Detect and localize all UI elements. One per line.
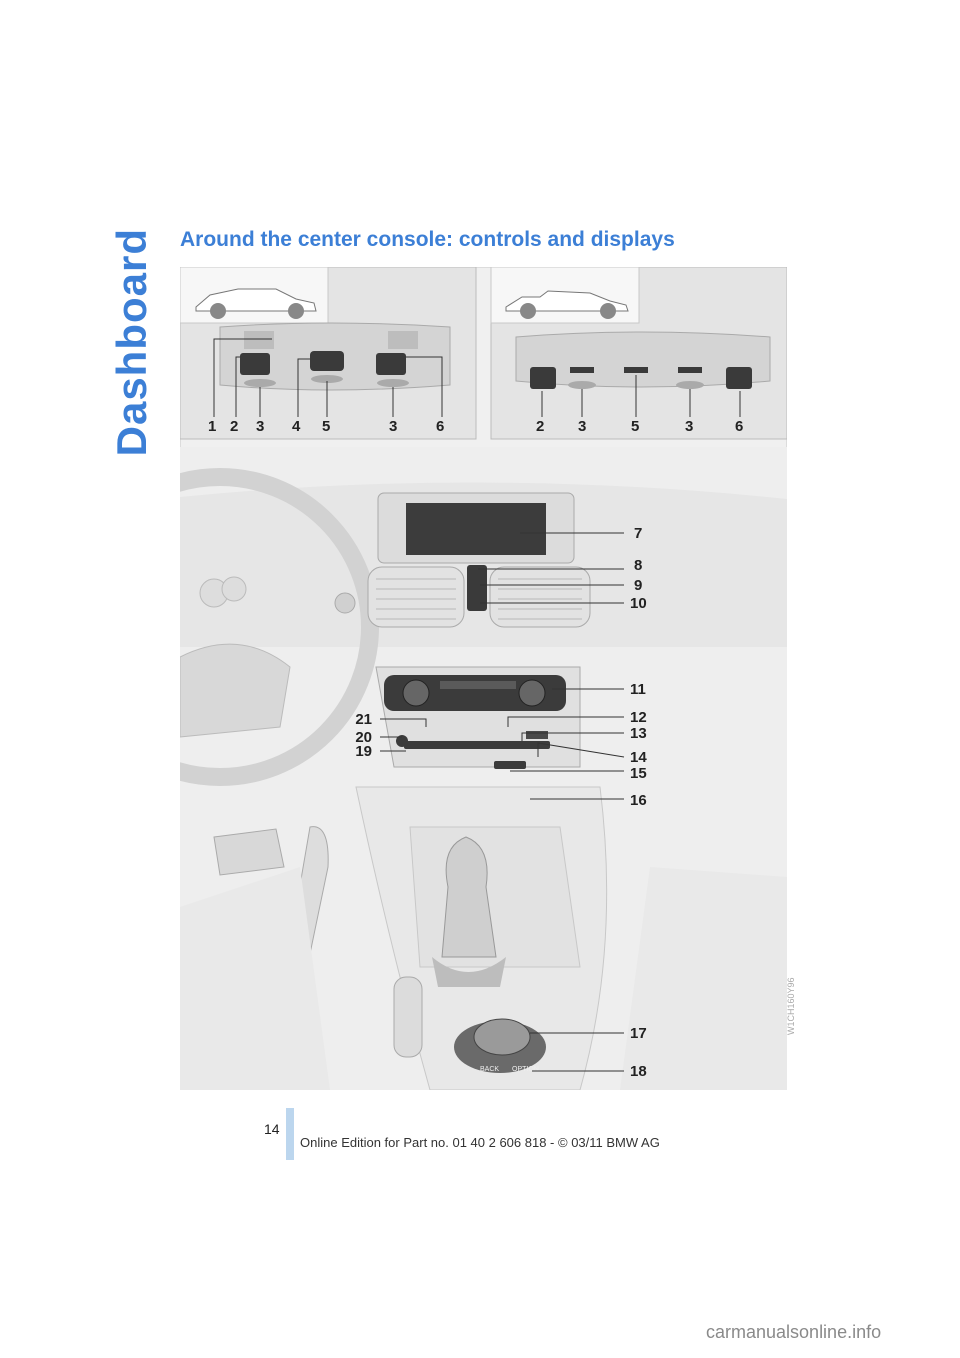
callout-label: 12: [630, 709, 647, 726]
callout-label: 6: [436, 418, 444, 435]
control-display: [377, 492, 575, 564]
callout-label: 3: [685, 418, 693, 435]
callout-label: 19: [355, 743, 372, 760]
callout-label: 14: [630, 749, 647, 766]
callout-label: 5: [631, 418, 639, 435]
callout-label: 7: [634, 525, 642, 542]
callout-label: 21: [355, 711, 372, 728]
page-number: 14: [264, 1121, 280, 1137]
coupe-car-icon: [195, 288, 317, 319]
callout-label: 10: [630, 595, 647, 612]
callout-label: 1: [208, 418, 216, 435]
coupe-roof-panel: 1 2 3 4 5 3 6: [180, 267, 477, 440]
center-console-illustration: 1 2 3 4 5 3 6: [180, 267, 787, 1090]
callout-label: 17: [630, 1025, 647, 1042]
callout-label: 11: [630, 681, 646, 698]
page-heading: Around the center console: controls and …: [180, 228, 675, 251]
callout-label: 2: [230, 418, 238, 435]
climate-radio-panel: [375, 666, 581, 769]
convertible-car-icon: [505, 290, 629, 319]
callout-label: 13: [630, 725, 647, 742]
callout-label: 3: [578, 418, 586, 435]
controller-back-label: BACK: [480, 1066, 499, 1073]
callout-label: 8: [634, 557, 642, 574]
dashboard-drawing: BACK OPTION: [180, 447, 787, 1090]
callout-label: 15: [630, 765, 647, 782]
steering-wheel: [180, 468, 379, 786]
convertible-roof-panel: 2 3 5 3 6: [490, 267, 787, 440]
callout-label: 4: [292, 418, 301, 435]
callout-label: 18: [630, 1063, 647, 1080]
callout-label: 20: [355, 729, 372, 746]
callout-label: 5: [322, 418, 330, 435]
gear-selector: [432, 836, 506, 987]
callout-label: 3: [256, 418, 264, 435]
callout-label: 3: [389, 418, 397, 435]
section-tab: Dashboard: [108, 228, 155, 457]
figure-code: W1CH160Y96: [786, 977, 796, 1035]
callout-label: 2: [536, 418, 544, 435]
callout-label: 6: [735, 418, 743, 435]
watermark: carmanualsonline.info: [706, 1322, 882, 1342]
footer-edition-note: Online Edition for Part no. 01 40 2 606 …: [300, 1135, 660, 1150]
callout-label: 16: [630, 792, 647, 809]
footer-accent-bar: [286, 1108, 294, 1160]
idrive-controller: BACK OPTION: [454, 1018, 546, 1073]
controller-option-label: OPTION: [512, 1066, 539, 1073]
callout-label: 9: [634, 577, 642, 594]
